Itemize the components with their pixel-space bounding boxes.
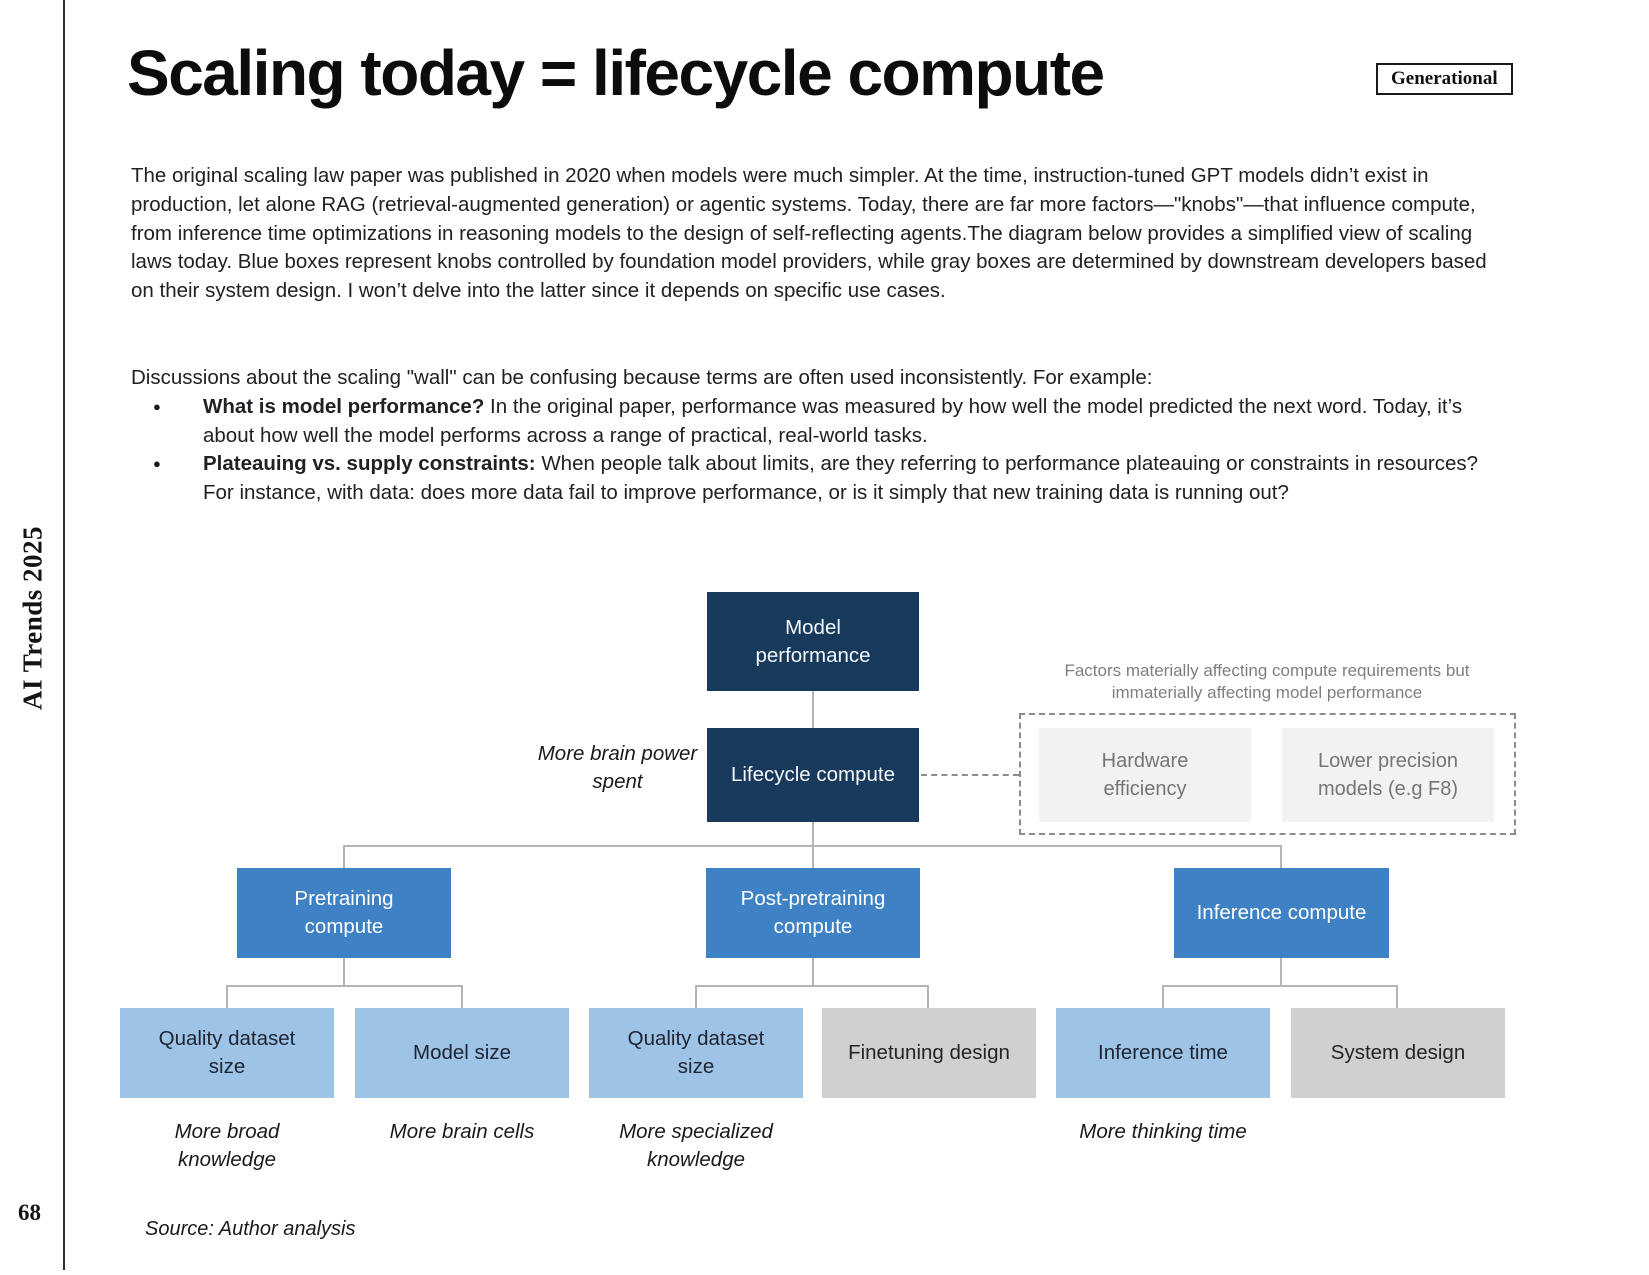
bullet-bold-lead: What is model performance? bbox=[203, 394, 485, 418]
node-lifecycle-compute: Lifecycle compute bbox=[707, 728, 919, 822]
node-finetuning-design: Finetuning design bbox=[822, 1008, 1036, 1098]
connector-group1-horizontal bbox=[226, 985, 463, 987]
discussion-lead: Discussions about the scaling "wall" can… bbox=[131, 366, 1153, 389]
connector-postpretraining-stub bbox=[812, 958, 814, 985]
node-inference-compute: Inference compute bbox=[1174, 868, 1389, 958]
bullet-text: What is model performance? In the origin… bbox=[203, 394, 1463, 447]
page-number: 68 bbox=[18, 1200, 41, 1225]
connector-drop-pretraining bbox=[343, 845, 345, 868]
bullet-bold-lead: Plateauing vs. supply constraints: bbox=[203, 452, 536, 476]
connector-group3-horizontal bbox=[1162, 985, 1398, 987]
caption-more-brain-cells: More brain cells bbox=[389, 1120, 535, 1143]
connector-drop-finetuning bbox=[927, 985, 929, 1008]
factors-caption: Factors materially affecting compute req… bbox=[1064, 661, 1470, 702]
caption-more-broad-knowledge: More broad knowledge bbox=[174, 1120, 280, 1171]
connector-lifecycle-stub bbox=[812, 822, 814, 846]
node-quality-dataset-size-1: Quality dataset size bbox=[120, 1008, 334, 1098]
source-note: Source: Author analysis bbox=[145, 1218, 356, 1240]
bullet-model-performance: What is model performance? In the origin… bbox=[131, 393, 1499, 451]
connector-group2-horizontal bbox=[695, 985, 929, 987]
bullet-plateauing: Plateauing vs. supply constraints: When … bbox=[131, 450, 1499, 508]
connector-drop-modelsize bbox=[461, 985, 463, 1008]
connector-drop-postpretraining bbox=[812, 845, 814, 868]
node-inference-time: Inference time bbox=[1056, 1008, 1270, 1098]
node-lower-precision: Lower precision models (e.g F8) bbox=[1282, 728, 1494, 822]
node-pretraining-compute: Pretraining compute bbox=[237, 868, 451, 958]
node-post-pretraining-compute: Post-pretraining compute bbox=[706, 868, 920, 958]
page-title: Scaling today = lifecycle compute bbox=[127, 37, 1105, 109]
discussion-block: Discussions about the scaling "wall" can… bbox=[131, 364, 1499, 508]
connector-lifecycle-to-factors bbox=[921, 774, 1019, 776]
connector-drop-inference bbox=[1280, 845, 1282, 868]
intro-paragraph: The original scaling law paper was publi… bbox=[131, 164, 1487, 303]
connector-pretraining-stub bbox=[343, 958, 345, 985]
caption-more-thinking-time: More thinking time bbox=[1079, 1120, 1247, 1143]
factors-dashed-container bbox=[1019, 713, 1516, 835]
node-quality-dataset-size-2: Quality dataset size bbox=[589, 1008, 803, 1098]
node-hardware-efficiency: Hardware efficiency bbox=[1039, 728, 1251, 822]
connector-model-to-lifecycle bbox=[812, 691, 814, 728]
node-system-design: System design bbox=[1291, 1008, 1505, 1098]
connector-drop-quality1 bbox=[226, 985, 228, 1008]
node-model-size: Model size bbox=[355, 1008, 569, 1098]
connector-drop-inferencetime bbox=[1162, 985, 1164, 1008]
connector-inference-stub bbox=[1280, 958, 1282, 985]
connector-drop-systemdesign bbox=[1396, 985, 1398, 1008]
generational-badge: Generational bbox=[1376, 63, 1513, 95]
left-border-line bbox=[63, 0, 65, 1270]
connector-drop-quality2 bbox=[695, 985, 697, 1008]
bullet-text: Plateauing vs. supply constraints: When … bbox=[203, 452, 1478, 505]
caption-more-specialized-knowledge: More specialized knowledge bbox=[619, 1120, 773, 1171]
label-more-brain-power: More brain power spent bbox=[537, 742, 698, 793]
node-model-performance: Model performance bbox=[707, 592, 919, 691]
